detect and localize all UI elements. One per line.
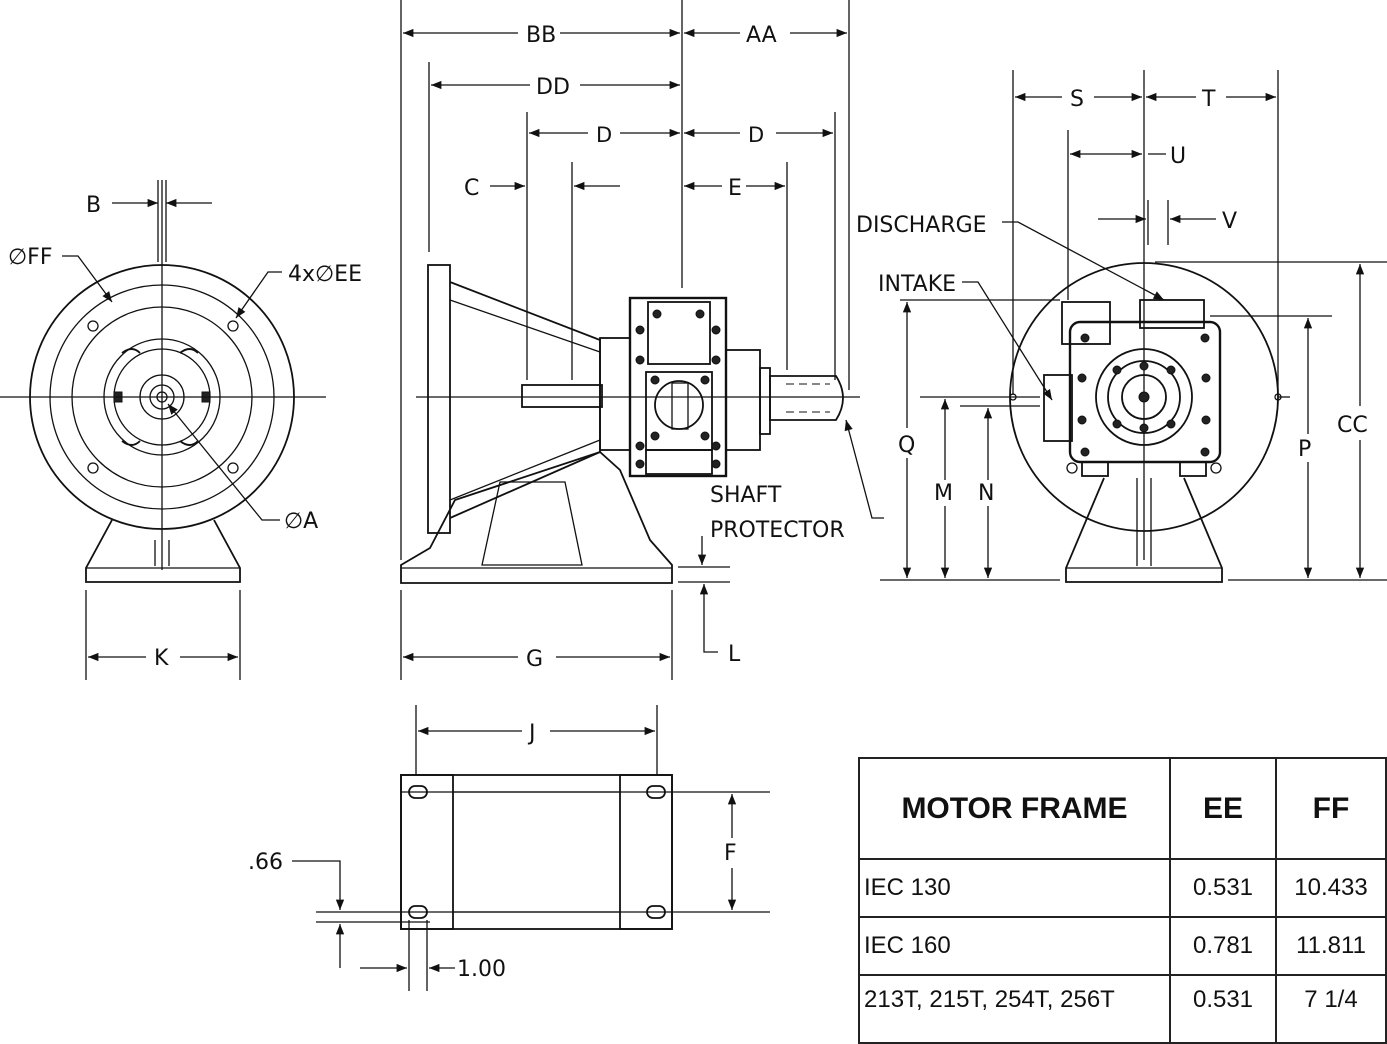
label-100: 1.00 [457, 957, 506, 982]
pump-dimension-drawing: B ∅FF 4x∅EE ∅A K BB AA [0, 0, 1387, 991]
bolt-holes [87, 320, 239, 474]
frame-cell: IEC 160 [858, 916, 1171, 976]
label-BB: BB [526, 23, 556, 48]
ee-cell: 0.531 [1169, 974, 1277, 1044]
table-row: IEC 160 0.781 11.811 [858, 916, 1387, 976]
side-view: BB AA DD D D C E [400, 0, 884, 680]
label-EE: 4x∅EE [288, 262, 362, 287]
label-DD: DD [536, 75, 570, 100]
label-T: T [1201, 87, 1216, 112]
end-bolts [1077, 333, 1211, 457]
label-K: K [154, 646, 169, 671]
ee-cell: 0.531 [1169, 858, 1277, 918]
header-ff: FF [1275, 757, 1387, 860]
frame-cell: IEC 130 [858, 858, 1171, 918]
label-V: V [1222, 209, 1237, 234]
label-J: J [527, 721, 536, 746]
label-A: ∅A [284, 509, 318, 534]
ee-cell: 0.781 [1169, 916, 1277, 976]
body-bolts [635, 309, 721, 469]
label-G: G [526, 647, 543, 672]
front-view: B ∅FF 4x∅EE ∅A K [0, 180, 362, 680]
label-shaft-2: PROTECTOR [710, 518, 845, 543]
table-row: IEC 130 0.531 10.433 [858, 858, 1387, 918]
end-view: S T U V DISCHARGE INTAKE [856, 70, 1387, 583]
label-CC: CC [1337, 413, 1368, 438]
label-U: U [1170, 144, 1186, 169]
ff-cell: 7 1/4 [1275, 974, 1387, 1044]
label-P: P [1298, 437, 1311, 462]
label-L: L [728, 642, 741, 667]
table-row: 213T, 215T, 254T, 256T 0.531 7 1/4 [858, 974, 1387, 1044]
ff-cell: 10.433 [1275, 858, 1387, 918]
bottom-view: J F .66 1.00 [248, 705, 770, 991]
label-C: C [464, 176, 479, 201]
label-AA: AA [746, 23, 777, 48]
frame-cell: 213T, 215T, 254T, 256T [858, 974, 1171, 1044]
header-motor-frame: MOTOR FRAME [858, 757, 1171, 860]
label-shaft-1: SHAFT [710, 483, 782, 508]
label-M: M [934, 481, 953, 506]
label-FF: ∅FF [8, 245, 52, 270]
label-N: N [978, 481, 994, 506]
table-header-row: MOTOR FRAME EE FF [858, 757, 1387, 860]
motor-frame-table: MOTOR FRAME EE FF IEC 130 0.531 10.433 I… [858, 757, 1387, 1044]
label-E: E [728, 176, 742, 201]
label-S: S [1070, 87, 1084, 112]
ff-cell: 11.811 [1275, 916, 1387, 976]
label-intake: INTAKE [878, 272, 956, 297]
label-D-right: D [748, 123, 764, 147]
base-slots [408, 785, 666, 919]
label-F: F [724, 841, 737, 866]
label-Q: Q [898, 433, 915, 458]
label-discharge: DISCHARGE [856, 213, 987, 238]
header-ee: EE [1169, 757, 1277, 860]
label-066: .66 [248, 850, 283, 875]
label-B: B [86, 193, 101, 218]
label-D-left: D [596, 123, 612, 147]
